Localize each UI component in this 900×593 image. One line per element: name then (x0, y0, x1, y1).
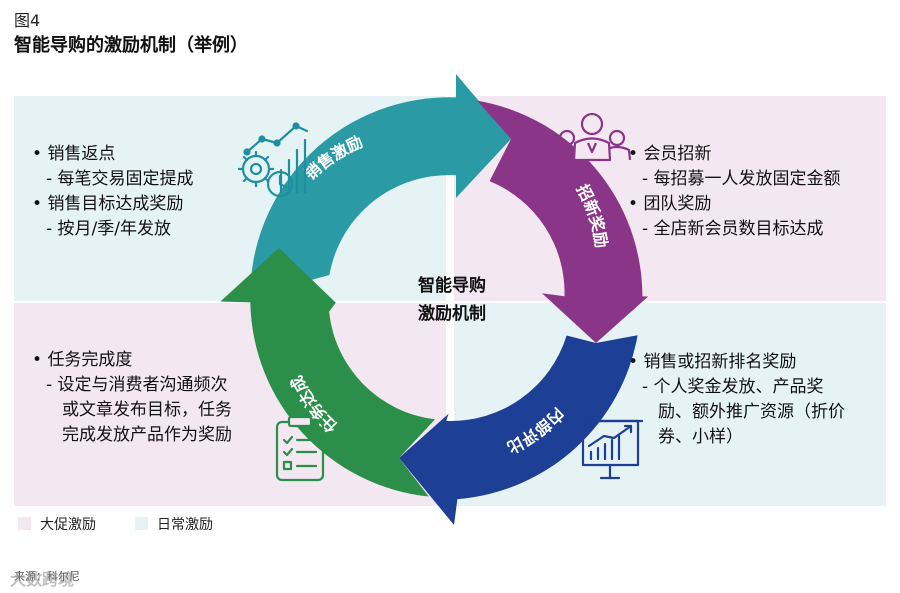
list-item: 设定与消费者沟通频次 (32, 373, 232, 398)
watermark: 大数跨境 (10, 570, 75, 589)
list-item: 销售目标达成奖励 (32, 192, 194, 217)
center-title-line-1: 智能导购 (418, 275, 486, 296)
cycle-arrow-task (220, 248, 435, 497)
people-group-icon (552, 112, 632, 162)
list-item: 完成发放产品作为奖励 (62, 425, 232, 445)
gears-chart-icon (237, 122, 309, 198)
list-item: 任务完成度 (32, 348, 232, 373)
list-item: 团队奖励 (628, 192, 841, 217)
list-item: 按月/季/年发放 (32, 217, 194, 242)
list-item: 销售返点 (32, 142, 194, 167)
figure-title: 智能导购的激励机制（举例） (14, 35, 248, 56)
cycle-arrow-sales (250, 74, 511, 300)
list-item: 会员招新 (628, 142, 841, 167)
legend-swatch-promo (18, 517, 31, 530)
legend-label-daily: 日常激励 (157, 517, 213, 533)
cycle-arrow-recruit (477, 100, 649, 343)
legend-label-promo: 大促激励 (40, 517, 96, 533)
source-note: 来源：科尔尼 (14, 570, 80, 583)
list-top-left: 销售返点 每笔交易固定提成 销售目标达成奖励 按月/季/年发放 (32, 142, 194, 242)
list-item: 全店新会员数目标达成 (628, 217, 841, 242)
clipboard-checklist-icon (275, 415, 325, 482)
list-item: 销售或招新排名奖励 (628, 350, 845, 375)
list-top-right: 会员招新 每招募一人发放固定金额 团队奖励 全店新会员数目标达成 (628, 142, 841, 242)
cycle-arrow-ranking (399, 335, 638, 525)
list-bottom-left: 任务完成度 设定与消费者沟通频次 或文章发布目标，任务 完成发放产品作为奖励 (32, 348, 232, 448)
list-item: 券、小样） (658, 427, 743, 447)
legend-swatch-daily (135, 517, 148, 530)
list-item: 每笔交易固定提成 (32, 167, 194, 192)
figure-label: 图4 (14, 11, 41, 30)
list-item: 每招募一人发放固定金额 (628, 167, 841, 192)
presentation-chart-icon (577, 419, 644, 480)
list-item: 个人奖金发放、产品奖 (628, 375, 845, 400)
list-item: 或文章发布目标，任务 (62, 400, 232, 420)
center-title-line-2: 激励机制 (418, 303, 486, 324)
list-item: 励、额外推广资源（折价 (658, 402, 845, 422)
list-bottom-right: 销售或招新排名奖励 个人奖金发放、产品奖 励、额外推广资源（折价 券、小样） (628, 350, 845, 450)
